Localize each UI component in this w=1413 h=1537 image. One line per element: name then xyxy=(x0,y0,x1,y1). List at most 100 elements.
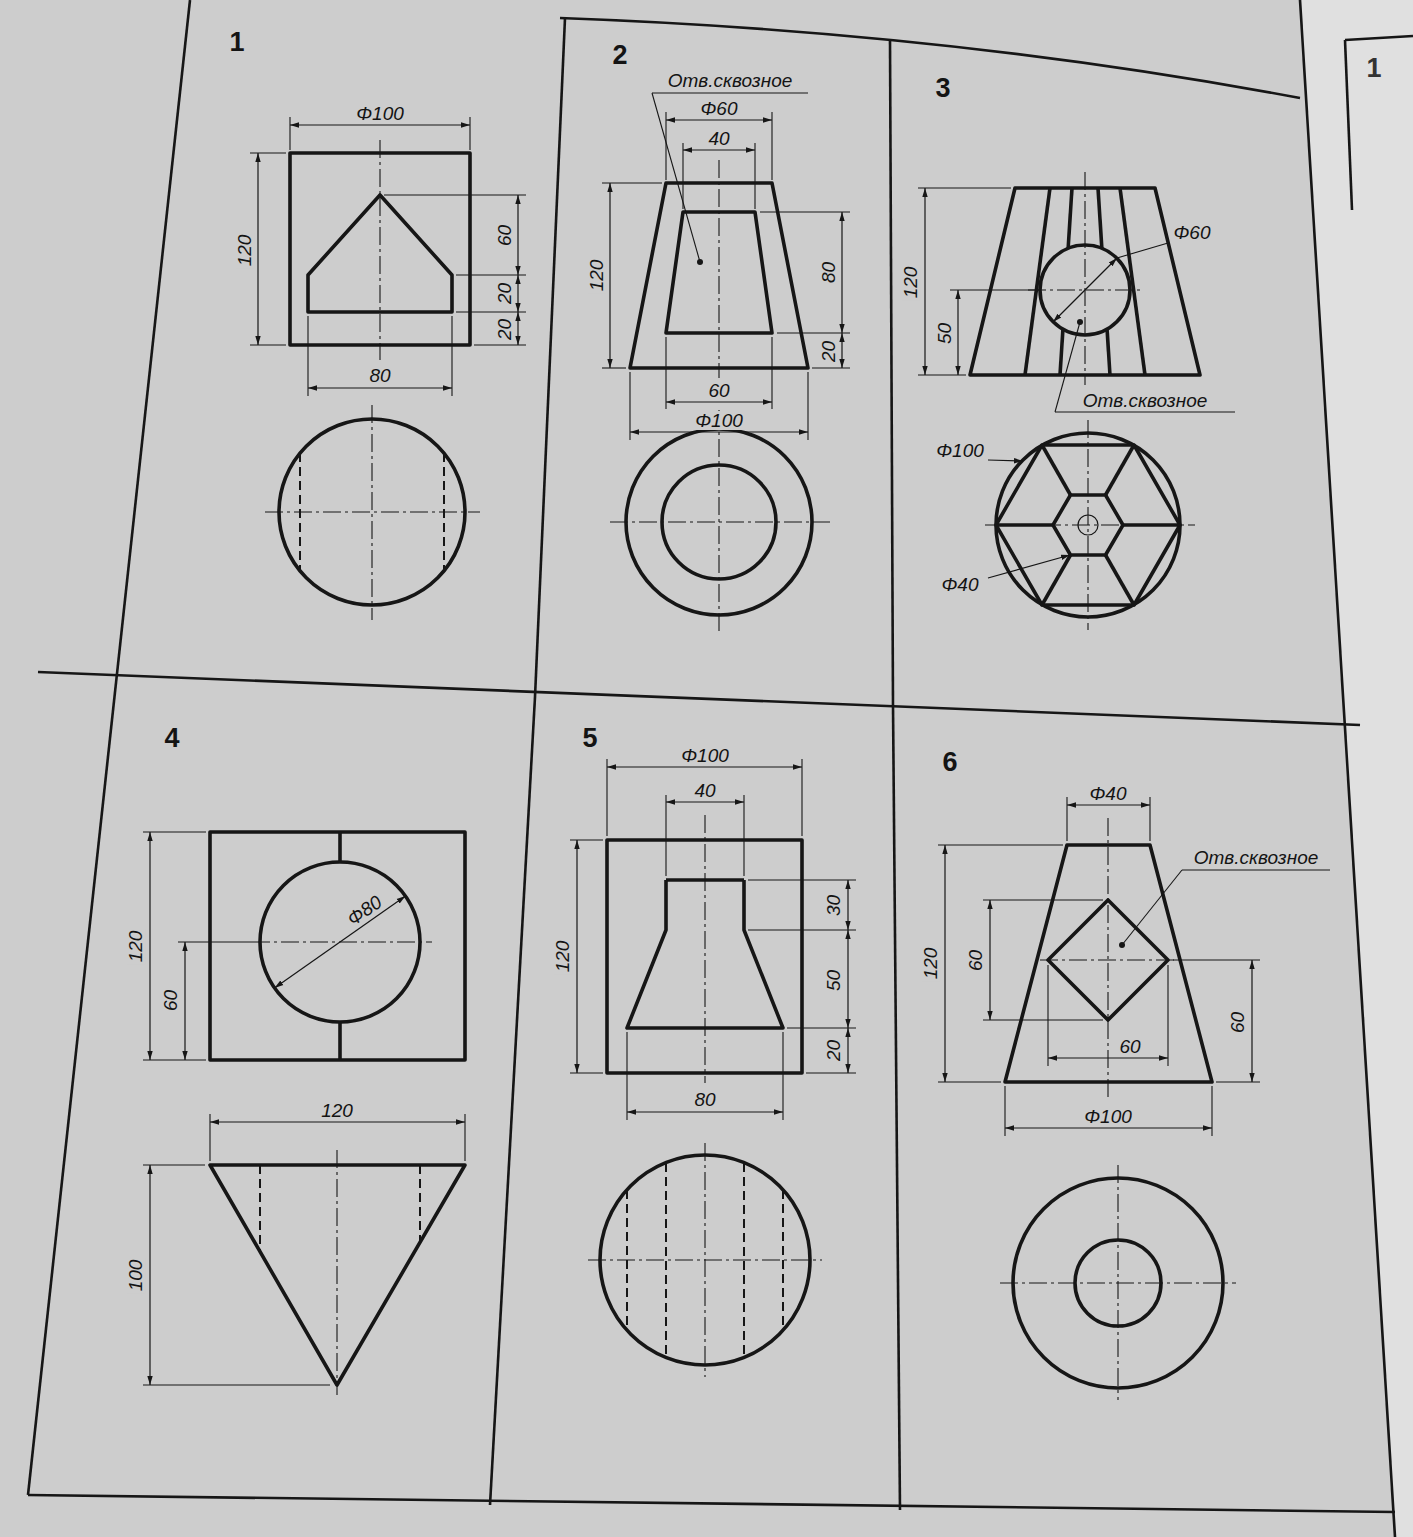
dimension-label: 40 xyxy=(692,781,717,800)
part-drawing-2 xyxy=(841,333,842,368)
panel-number: 1 xyxy=(227,29,246,56)
part-drawing-4 xyxy=(209,1114,210,1161)
part-drawing-5 xyxy=(665,795,666,876)
part-drawing-4 xyxy=(210,1121,465,1122)
part-drawing-5 xyxy=(782,1190,784,1330)
part-drawing-1 xyxy=(456,274,526,275)
part-drawing-2 xyxy=(682,143,683,209)
part-drawing-4 xyxy=(149,832,150,1060)
part-drawing-1 xyxy=(379,140,380,360)
part-drawing-6 xyxy=(983,1019,1103,1020)
part-drawing-2 xyxy=(771,112,772,180)
part-drawing-3 xyxy=(1053,258,1117,322)
part-drawing-4 xyxy=(464,1114,465,1161)
dimension-label: 80 xyxy=(692,1090,717,1109)
part-drawing-2 xyxy=(718,410,719,632)
part-drawing-1 xyxy=(257,153,258,345)
part-drawing-1 xyxy=(469,117,470,150)
sheet-frame xyxy=(1345,40,1352,210)
part-drawing-2 xyxy=(610,521,830,522)
part-drawing-4 xyxy=(210,832,465,1060)
part-drawing-6 xyxy=(1251,960,1252,1082)
part-drawing-2 xyxy=(629,372,630,440)
sheet-frame xyxy=(890,40,893,705)
part-drawing-3 xyxy=(1042,445,1071,495)
part-drawing-5 xyxy=(665,1163,667,1357)
dimension-label: 120 xyxy=(319,1101,355,1120)
sheet-frame xyxy=(490,697,535,1505)
dimension-label: Φ100 xyxy=(1082,1107,1134,1126)
part-drawing-6 xyxy=(938,797,1330,1400)
part-drawing-5 xyxy=(801,759,802,836)
part-drawing-2 xyxy=(666,401,772,402)
part-drawing-4 xyxy=(336,1150,337,1395)
part-drawing-5 xyxy=(748,879,856,880)
part-drawing-6 xyxy=(938,844,1063,845)
sheet-frame xyxy=(893,705,900,1510)
sheet-frame xyxy=(38,672,1360,725)
part-drawing-2 xyxy=(665,337,666,409)
part-drawing-5 xyxy=(666,801,744,802)
dimension-label: 20 xyxy=(819,338,838,363)
part-drawing-2 xyxy=(652,93,700,262)
part-drawing-3 xyxy=(1055,411,1235,412)
part-drawing-5 xyxy=(787,1027,856,1028)
dimension-label: Φ60 xyxy=(698,99,739,118)
part-drawing-6 xyxy=(1005,1127,1212,1128)
dimension-label: 120 xyxy=(921,945,940,981)
dimension-label: 80 xyxy=(367,366,392,385)
part-drawing-6 xyxy=(1067,804,1150,805)
part-drawing-4 xyxy=(143,832,465,1395)
part-drawing-4 xyxy=(252,941,432,942)
sheet-frame xyxy=(560,18,1300,98)
part-drawing-3 xyxy=(918,187,1011,188)
sheet-frame xyxy=(1345,36,1413,40)
part-drawing-6 xyxy=(983,899,1103,900)
part-drawing-2 xyxy=(602,367,626,368)
part-drawing-3 xyxy=(1106,555,1135,605)
dimension-label: Φ40 xyxy=(1087,784,1128,803)
dimension-label: 120 xyxy=(126,928,145,964)
part-drawing-6 xyxy=(1048,1057,1168,1058)
part-drawing-4 xyxy=(143,1059,206,1060)
part-drawing-5 xyxy=(743,795,744,876)
part-drawing-5 xyxy=(576,840,577,1073)
part-drawing-2 xyxy=(777,332,850,333)
part-drawing-5 xyxy=(606,759,607,836)
part-drawing-2 xyxy=(754,143,755,209)
dimension-label: 30 xyxy=(824,892,843,917)
part-drawing-2 xyxy=(602,182,662,183)
part-drawing-2 xyxy=(666,119,772,120)
part-drawing-2 xyxy=(602,93,850,632)
part-drawing-5 xyxy=(847,880,848,930)
part-drawing-1 xyxy=(517,312,518,345)
part-drawing-4 xyxy=(149,1165,150,1385)
part-drawing-5 xyxy=(847,1028,848,1073)
part-drawing-5 xyxy=(704,1143,705,1377)
part-drawing-1 xyxy=(456,311,526,312)
part-drawing-2 xyxy=(665,112,666,180)
part-drawing-1 xyxy=(250,117,526,620)
panel-number: 5 xyxy=(580,725,599,752)
part-drawing-4 xyxy=(143,1384,330,1385)
sheet-frame xyxy=(28,0,1413,1537)
part-drawing-1 xyxy=(517,275,518,312)
part-drawing-3 xyxy=(988,460,1023,461)
part-drawing-1 xyxy=(384,194,526,195)
part-drawing-4 xyxy=(143,831,206,832)
part-drawing-2 xyxy=(718,160,719,378)
part-drawing-1 xyxy=(371,405,372,620)
part-drawing-2 xyxy=(771,337,772,409)
dimension-label: Отв.сквозное xyxy=(1081,391,1210,410)
part-drawing-5 xyxy=(847,930,848,1028)
part-drawing-6 xyxy=(1216,1081,1260,1082)
dimension-label: 50 xyxy=(935,320,954,345)
part-drawing-6 xyxy=(1119,942,1125,948)
part-drawing-4 xyxy=(419,1165,421,1242)
part-drawing-3 xyxy=(924,188,925,375)
part-drawing-5 xyxy=(748,929,856,930)
panel-number: 1 xyxy=(1364,55,1383,82)
part-drawing-2 xyxy=(652,92,808,93)
part-drawing-4 xyxy=(178,941,252,942)
